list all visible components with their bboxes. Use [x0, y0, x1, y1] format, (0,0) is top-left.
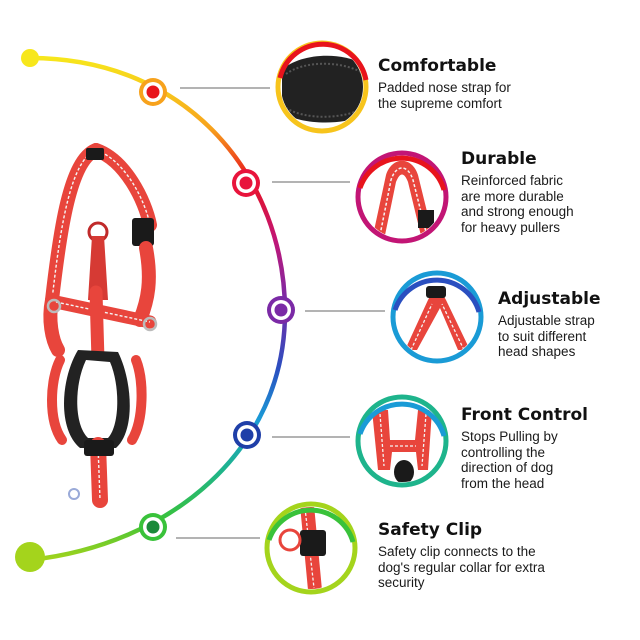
- front-control-harness-icon: [355, 394, 449, 488]
- thumb-safety-clip: [264, 501, 358, 595]
- arc-end-dot: [15, 542, 45, 572]
- feature-adjustable: Adjustable Adjustable strap to suit diff…: [498, 289, 601, 360]
- feature-title: Adjustable: [498, 289, 601, 309]
- arc-node-adjustable: [267, 296, 295, 324]
- arc-node-front-control: [233, 421, 261, 449]
- thumb-adjustable: [390, 270, 484, 364]
- feature-durable: Durable Reinforced fabric are more durab…: [461, 149, 574, 235]
- reflective-strap-icon: [355, 150, 449, 244]
- feature-description: Stops Pulling by controlling the directi…: [461, 429, 558, 491]
- arc-start-dot: [21, 49, 39, 67]
- feature-description: Reinforced fabric are more durable and s…: [461, 173, 574, 235]
- thumb-comfortable: [275, 40, 369, 134]
- feature-safety-clip: Safety Clip Safety clip connects to the …: [378, 520, 545, 591]
- safety-clip-icon: [264, 501, 358, 595]
- feature-front-control: Front Control Stops Pulling by controlli…: [461, 405, 588, 491]
- arc-node-safety-clip: [139, 513, 167, 541]
- feature-description: Padded nose strap for the supreme comfor…: [378, 80, 511, 111]
- feature-title: Safety Clip: [378, 520, 483, 540]
- feature-description: Adjustable strap to suit different head …: [498, 313, 595, 359]
- feature-title: Durable: [461, 149, 537, 169]
- feature-title: Comfortable: [378, 56, 497, 76]
- adjustable-strap-icon: [390, 270, 484, 364]
- arc-node-durable: [232, 169, 260, 197]
- dog-head-collar-icon: [43, 143, 158, 508]
- thumb-durable: [355, 150, 449, 244]
- feature-description: Safety clip connects to the dog's regula…: [378, 544, 545, 590]
- thumb-front-control: [355, 394, 449, 488]
- arc-node-comfortable: [139, 78, 167, 106]
- feature-comfortable: Comfortable Padded nose strap for the su…: [378, 56, 511, 111]
- feature-title: Front Control: [461, 405, 589, 425]
